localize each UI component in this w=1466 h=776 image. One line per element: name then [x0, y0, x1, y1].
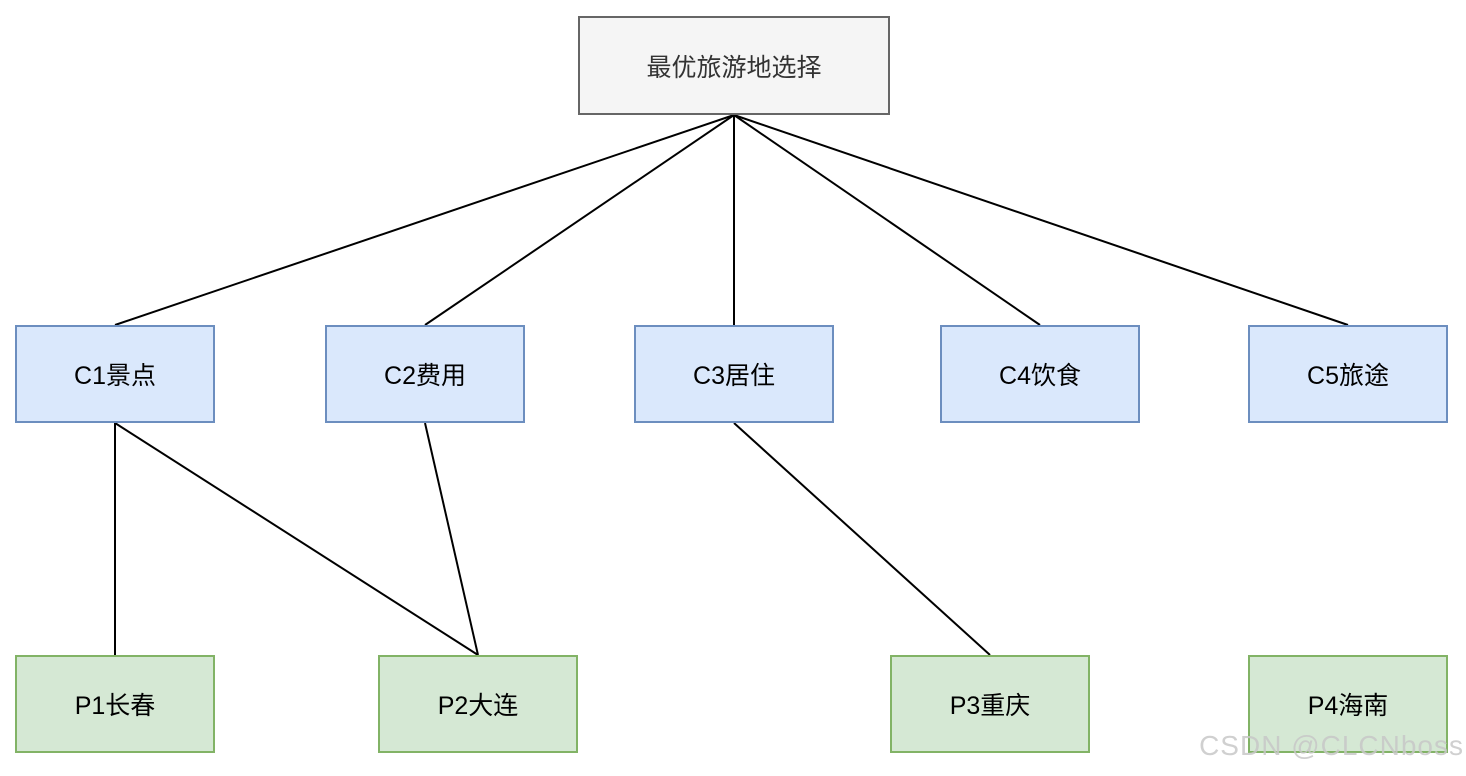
node-alternative-p2: P2大连: [378, 655, 578, 753]
node-p2-label: P2大连: [437, 692, 519, 720]
node-criterion-c1: C1景点: [15, 325, 215, 423]
edge-c3-p3: [733, 422, 991, 656]
node-c4-label: C4饮食: [999, 362, 1081, 390]
node-alternative-p1: P1长春: [15, 655, 215, 753]
node-alternative-p3: P3重庆: [890, 655, 1090, 753]
edge-c2-p2: [424, 422, 479, 656]
edge-goal-c2: [424, 114, 735, 326]
edge-c1-p2: [114, 422, 479, 656]
edge-goal-c5: [733, 114, 1349, 326]
node-goal-label: 最优旅游地选择: [646, 53, 822, 82]
edge-goal-c4: [733, 114, 1041, 326]
node-c1-label: C1景点: [74, 362, 156, 390]
node-criterion-c4: C4饮食: [940, 325, 1140, 423]
node-goal: 最优旅游地选择: [578, 16, 890, 115]
node-p4-label: P4海南: [1307, 692, 1389, 720]
node-criterion-c2: C2费用: [325, 325, 525, 423]
node-c3-label: C3居住: [693, 362, 775, 390]
csdn-watermark: CSDN @CLCNboss: [1199, 730, 1464, 761]
node-c5-label: C5旅途: [1307, 362, 1389, 390]
edge-goal-c1: [114, 114, 735, 326]
node-p1-label: P1长春: [74, 692, 156, 720]
node-criterion-c5: C5旅途: [1248, 325, 1448, 423]
node-alternative-p4: P4海南: [1248, 655, 1448, 753]
node-c2-label: C2费用: [384, 362, 466, 390]
node-p3-label: P3重庆: [949, 692, 1031, 720]
node-criterion-c3: C3居住: [634, 325, 834, 423]
